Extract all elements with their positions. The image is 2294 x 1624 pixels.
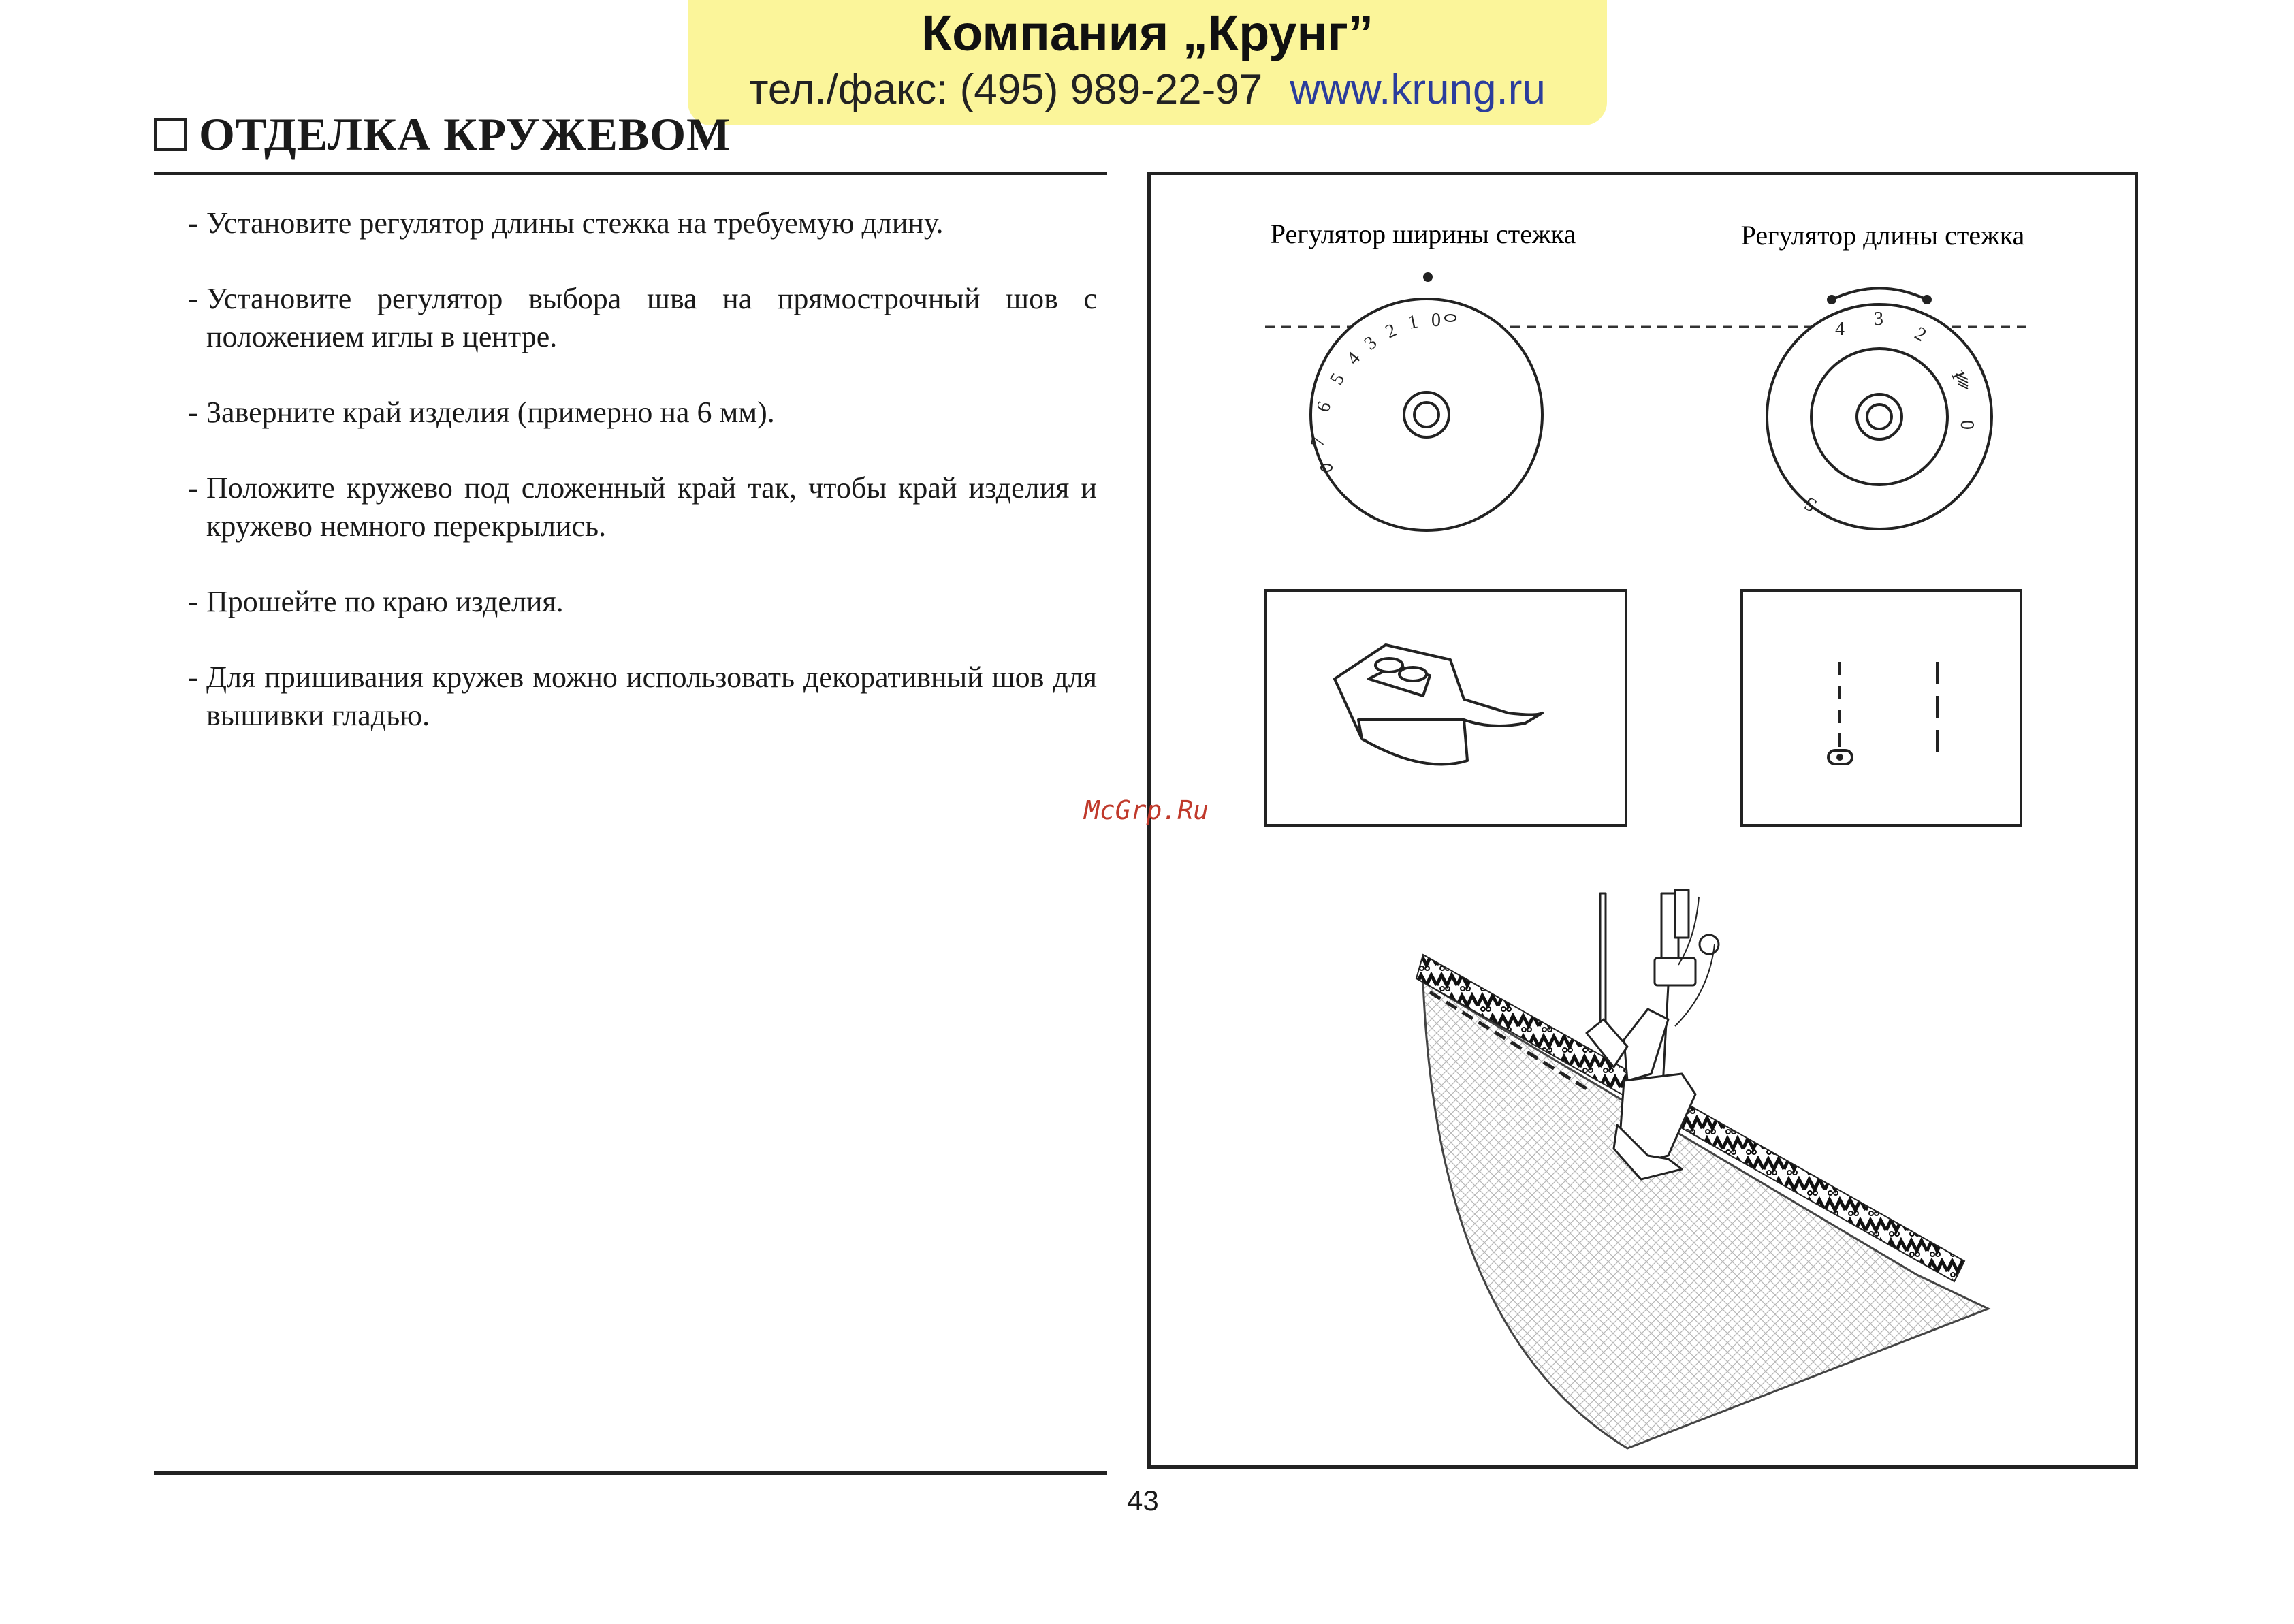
- stitch-width-dial: 7 6 5 4 3 2 1 0: [1307, 272, 1544, 532]
- section-title: ОТДЕЛКА КРУЖЕВОМ: [154, 108, 731, 161]
- instruction-step: -Установите регулятор длины стежка на тр…: [188, 206, 944, 240]
- title-underline: [154, 172, 1107, 175]
- company-name: Компания „Крунг”: [921, 5, 1373, 61]
- width-mark: 1: [1406, 311, 1420, 334]
- company-banner: Компания „Крунг” тел./факс: (495) 989-22…: [688, 0, 1607, 125]
- length-fine-scale: [1956, 373, 1969, 389]
- instruction-list: -Установите регулятор длины стежка на тр…: [188, 204, 1097, 772]
- length-range-arc: [1831, 287, 1928, 301]
- stitch-pattern-panel: [1740, 589, 2022, 827]
- company-website-link[interactable]: www.krung.ru: [1290, 66, 1546, 113]
- instruction-step: -Прошейте по краю изделия.: [188, 585, 564, 618]
- width-dial-label: Регулятор ширины стежка: [1271, 219, 1576, 249]
- company-phone: тел./факс: (495) 989-22-97: [749, 66, 1263, 113]
- straight-stitch-icon: [1827, 662, 1939, 765]
- page-number: 43: [1127, 1484, 1159, 1516]
- zigzag-mark-icon: [1444, 314, 1456, 322]
- length-dial-label: Регулятор длины стежка: [1741, 220, 2025, 251]
- watermark-text: McGrp.Ru: [1084, 795, 1209, 825]
- figure-drawing: Регулятор ширины стежка Регулятор длины …: [1264, 219, 2029, 1450]
- zigzag-mark-icon: [1320, 464, 1333, 472]
- instruction-step: -Заверните край изделия (примерно на 6 м…: [188, 396, 775, 429]
- bottom-rule: [154, 1471, 1107, 1475]
- width-mark: 0: [1431, 310, 1441, 331]
- length-mark: 0: [1956, 420, 1977, 430]
- company-contacts: тел./факс: (495) 989-22-97 www.krung.ru: [688, 65, 1607, 114]
- length-mark: 3: [1874, 308, 1883, 330]
- stitch-length-dial: 4 3 2 1 0 S: [1766, 287, 1993, 530]
- width-mark: 7: [1307, 435, 1329, 448]
- instruction-step: -Для пришивания кружев можно использоват…: [188, 660, 1097, 732]
- width-dial-indicator-dot: [1423, 272, 1433, 282]
- lace-sewing-illustration: [1415, 889, 1991, 1450]
- instruction-step: -Положите кружево под сложенный край так…: [188, 471, 1097, 543]
- section-title-text: ОТДЕЛКА КРУЖЕВОМ: [199, 108, 731, 160]
- figure-panel: Регулятор ширины стежка Регулятор длины …: [1147, 172, 2138, 1469]
- zigzag-presser-foot-icon: [1333, 643, 1544, 766]
- section-checkbox-icon: [154, 118, 187, 151]
- instruction-step: -Установите регулятор выбора шва на прям…: [188, 282, 1097, 353]
- length-mark: 4: [1835, 319, 1845, 340]
